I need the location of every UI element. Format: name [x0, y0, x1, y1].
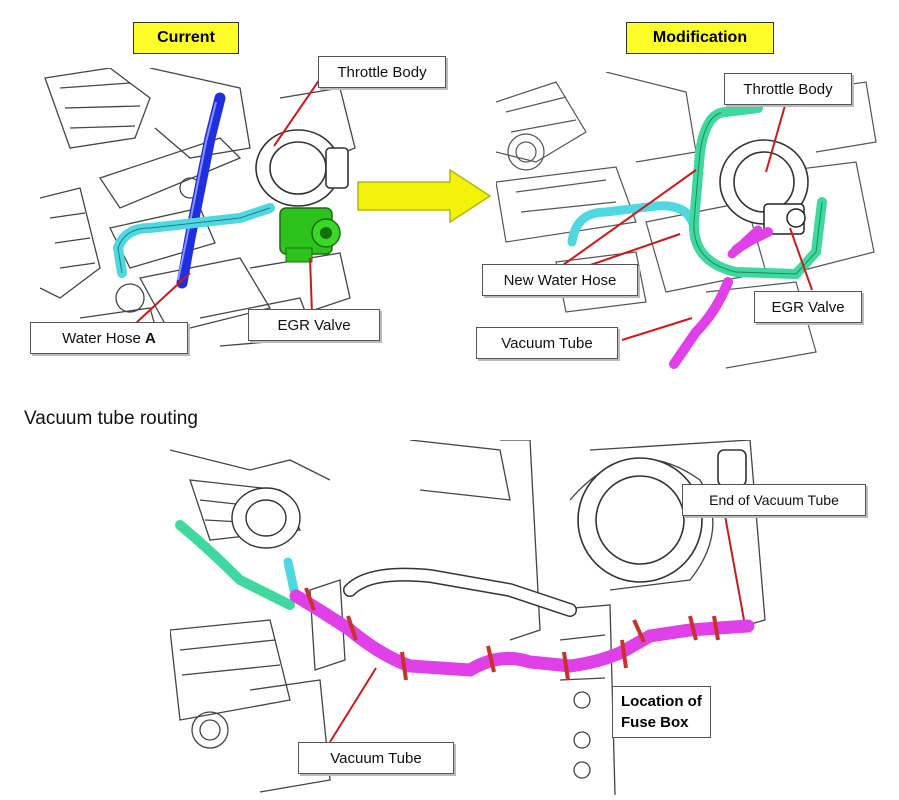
fuse-box-line1: Location of [621, 693, 702, 710]
mod-throttle-body-label: Throttle Body [743, 80, 833, 98]
current-throttle-body-label: Throttle Body [337, 63, 427, 81]
water-hose-a-label-prefix: Water Hose [62, 329, 145, 347]
mod-egr-valve-callout: EGR Valve [754, 291, 862, 323]
current-header: Current [133, 22, 239, 54]
current-egr-valve-callout: EGR Valve [248, 309, 380, 341]
routing-vacuum-tube-callout: Vacuum Tube [298, 742, 454, 774]
mod-egr-valve-label: EGR Valve [771, 298, 845, 316]
water-hose-a-label-suffix: A [144, 329, 156, 347]
routing-vacuum-tube-label: Vacuum Tube [330, 749, 422, 767]
egr-valve-current [279, 207, 341, 263]
current-engine-drawing [40, 68, 356, 348]
new-water-hose-callout: New Water Hose [482, 264, 638, 296]
routing-drawing [170, 440, 766, 795]
routing-section-title: Vacuum tube routing [24, 408, 198, 429]
fuse-box-location-callout: Location of Fuse Box [612, 686, 711, 738]
current-egr-valve-label: EGR Valve [277, 316, 351, 334]
routing-green-hose [175, 520, 295, 610]
current-throttle-body-callout: Throttle Body [318, 56, 446, 88]
current-header-label: Current [157, 29, 215, 46]
egr-valve-mod [763, 203, 806, 235]
vacuum-tube-clamps [304, 587, 720, 681]
cyan-hose-mod [567, 201, 697, 247]
water-hose-a [176, 92, 226, 289]
mod-vacuum-tube-label: Vacuum Tube [501, 334, 593, 352]
end-of-vacuum-tube-label: End of Vacuum Tube [709, 492, 839, 508]
mod-vacuum-tube-callout: Vacuum Tube [476, 327, 618, 359]
mod-throttle-body-callout: Throttle Body [724, 73, 852, 105]
routing-vacuum-tube [289, 589, 755, 677]
routing-cyan-hose [283, 557, 299, 595]
new-water-hose-label: New Water Hose [503, 271, 617, 289]
transition-arrow [357, 168, 492, 224]
modification-header-label: Modification [652, 29, 748, 46]
end-of-vacuum-tube-callout: End of Vacuum Tube [682, 484, 866, 516]
modification-engine-drawing [496, 72, 877, 369]
fuse-box-line2: Fuse Box [621, 714, 689, 731]
water-hose-a-callout: Water Hose A [30, 322, 188, 354]
water-hose-a-label: Water Hose A [62, 330, 156, 347]
modification-header: Modification [626, 22, 774, 54]
